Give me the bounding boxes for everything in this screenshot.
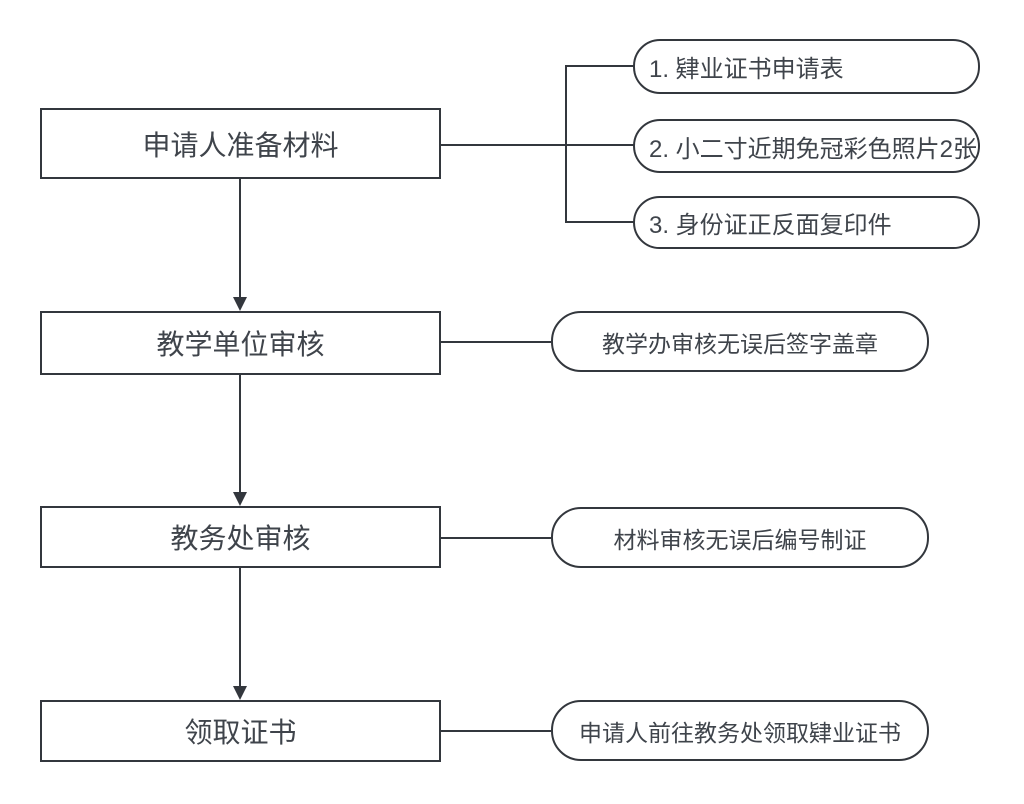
- bracket-stub-top: [565, 65, 634, 67]
- arrow-down-icon: [233, 686, 247, 700]
- note-teaching-office-sign-stamp: 教学办审核无误后签字盖章: [551, 311, 929, 372]
- note-connector-line-3: [441, 730, 551, 732]
- arrow-down-icon: [233, 492, 247, 506]
- flow-arrow-line-1: [239, 179, 241, 299]
- flow-arrow-line-3: [239, 568, 241, 688]
- step-receive-certificate: 领取证书: [40, 700, 441, 762]
- note-number-and-make-certificate: 材料审核无误后编号制证: [551, 507, 929, 568]
- step-teaching-unit-review: 教学单位审核: [40, 311, 441, 375]
- note-connector-line-2: [441, 537, 551, 539]
- bracket-stub-bottom: [565, 221, 634, 223]
- material-pill-id-copy: 3. 身份证正反面复印件: [633, 196, 980, 249]
- step-academic-affairs-review: 教务处审核: [40, 506, 441, 568]
- bracket-vertical-line: [565, 65, 567, 223]
- material-pill-application-form: 1. 肄业证书申请表: [633, 39, 980, 94]
- bracket-main-line: [441, 144, 634, 146]
- arrow-down-icon: [233, 297, 247, 311]
- flow-arrow-line-2: [239, 375, 241, 494]
- note-connector-line-1: [441, 341, 551, 343]
- note-pickup-at-academic-affairs: 申请人前往教务处领取肄业证书: [551, 700, 929, 761]
- material-pill-photos: 2. 小二寸近期免冠彩色照片2张: [633, 119, 980, 173]
- step-prepare-materials: 申请人准备材料: [40, 108, 441, 179]
